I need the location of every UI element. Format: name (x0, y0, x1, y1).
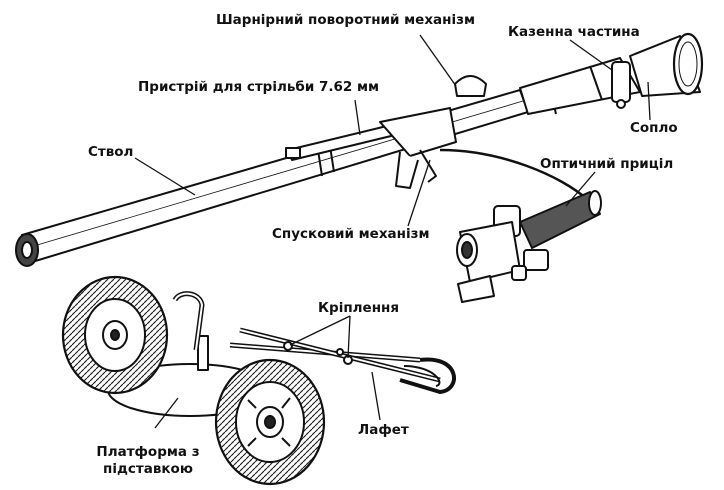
trigger-mechanism-label: Спусковий механізм (272, 226, 430, 242)
platform-label-line2: підставкою (103, 460, 193, 477)
breech-leader (569, 39, 613, 71)
platform-leader (154, 397, 179, 429)
leader-lines (134, 34, 651, 429)
nozzle-label: Сопло (630, 120, 678, 136)
mounts-leader-b (347, 315, 351, 359)
trigger-leader (407, 159, 431, 227)
front-wheel (214, 358, 326, 486)
rear-wheel (61, 275, 169, 395)
barrel-label: Ствол (88, 144, 134, 160)
mounts-label: Кріплення (318, 300, 400, 316)
breech-section-label: Казенна частина (508, 24, 640, 40)
barrel-leader (134, 157, 196, 196)
pivot-knob (454, 75, 487, 97)
pivot-mechanism-label: Шарнірний поворотний механізм (216, 12, 475, 28)
rifle-leader (354, 99, 361, 136)
trigger-housing (379, 107, 457, 157)
carriage-leader (371, 371, 381, 421)
spotting-rifle-label: Пристрій для стрільби 7.62 мм (138, 79, 380, 95)
optical-sight (456, 190, 602, 303)
carriage-label: Лафет (358, 422, 409, 438)
pivot-leader (419, 34, 457, 87)
tripod-carriage (61, 275, 456, 486)
platform-label-line1: Платформа з (96, 444, 200, 460)
optical-sight-label: Оптичний приціл (540, 156, 674, 172)
mounts-leader-a (289, 315, 351, 346)
nozzle-leader (647, 81, 651, 121)
recoilless-rifle (15, 32, 704, 267)
platform-label: Платформа з підставкою (86, 444, 210, 478)
sight-leader (565, 171, 596, 207)
